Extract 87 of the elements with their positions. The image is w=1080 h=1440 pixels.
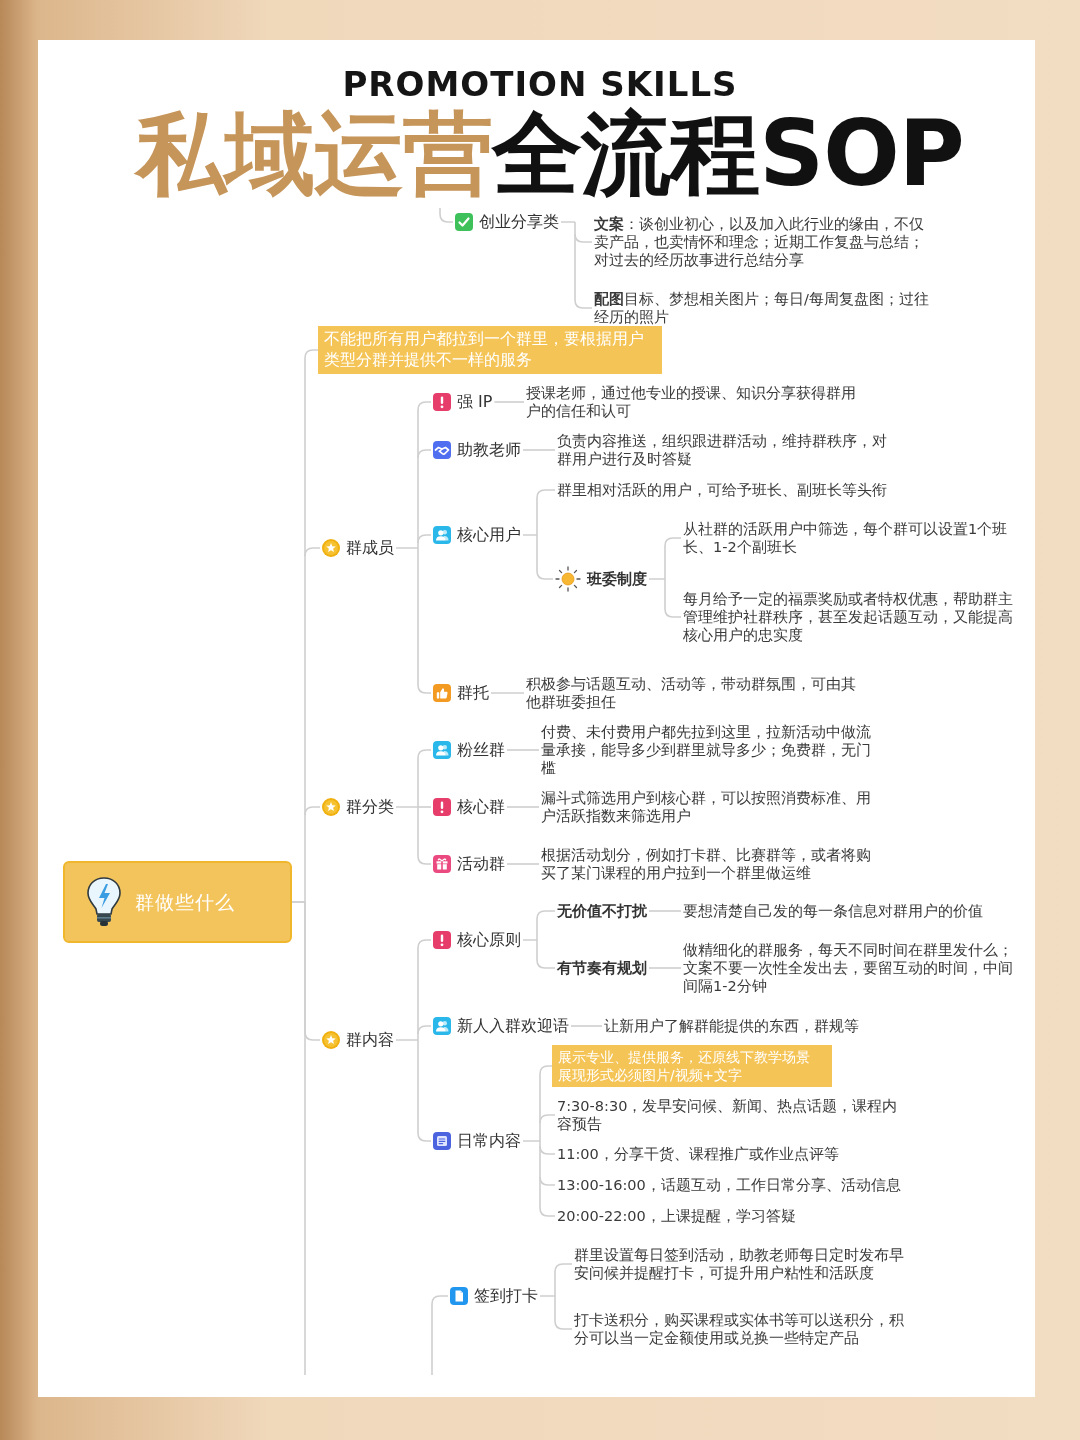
connector-line (648, 910, 682, 912)
subtitle-text: PROMOTION SKILLS (341, 64, 739, 104)
topic-label: 助教老师 (457, 440, 521, 460)
topic-label: 无价值不打扰 (557, 901, 647, 921)
root-topic-text: 群做些什么 (135, 889, 235, 915)
topic-label: 群成员 (346, 538, 394, 558)
topic-label: 活动群 (457, 854, 505, 874)
connector-line (417, 684, 432, 694)
connector-line (536, 910, 556, 920)
topic-label: 班委制度 (587, 569, 647, 589)
connector-line (522, 449, 556, 451)
topic-label: 群托 (457, 683, 489, 703)
connector-line (560, 221, 576, 301)
connector-line (570, 1025, 603, 1027)
topic-label: 新人入群欢迎语 (457, 1016, 569, 1036)
connector-line (506, 749, 540, 751)
topic-label: 创业分享类 (479, 212, 559, 232)
branch-text: 11:00，分享干货、课程推广或作业点评等 (555, 1145, 900, 1163)
connector-line (574, 299, 593, 309)
connector-line (417, 806, 432, 808)
topic-label: 核心原则 (457, 930, 521, 950)
connector-line (395, 757, 419, 857)
connector-line (291, 901, 306, 1376)
topic-label: 日常内容 (457, 1131, 521, 1151)
note-text: 展现形式必须图片/视频+文字 (558, 1066, 743, 1084)
branch-text: 群里设置每日签到活动，助教老师每日定时发布早安问候并提醒打卡，可提升用户粘性和活跃度 (572, 1246, 912, 1282)
connector-line (417, 1132, 432, 1142)
branch-text: 积极参与话题互动、活动等，带动群氛围，可由其他群班委担任 (524, 675, 859, 711)
connector-line (417, 939, 432, 949)
branch-text: 负责内容推送，组织跟进群活动，维持群秩序，对群用户进行及时答疑 (555, 432, 890, 468)
topic-label: 签到打卡 (474, 1286, 538, 1306)
branch-text: 群里相对活跃的用户，可给予班长、副班长等头衔 (555, 481, 905, 499)
topic-label: 核心用户 (457, 525, 521, 545)
branch-text: 20:00-22:00，上课提醒，学习答疑 (555, 1207, 900, 1225)
connector-line (522, 1073, 541, 1209)
highlight-card (552, 1045, 832, 1087)
main-title: 私域运营全流程SOP (133, 106, 965, 202)
connector-line (664, 537, 682, 547)
branch-text: 配图目标、梦想相关图片；每日/每周复盘图；过往经历的照片 (592, 290, 932, 326)
topic-label: 有节奏有规划 (557, 958, 647, 978)
topic-label: 群分类 (346, 797, 394, 817)
connector-line (522, 918, 538, 961)
connector-line (395, 947, 419, 1134)
branch-text: 从社群的活跃用户中筛选，每个群可以设置1个班长、1-2个副班长 (681, 520, 1016, 556)
connector-line (539, 1065, 553, 1075)
connector-line (439, 207, 454, 223)
connector-line (554, 1263, 573, 1273)
connector-line (536, 489, 556, 499)
topic-label: 核心群 (457, 797, 505, 817)
topic-label: 强 IP (457, 392, 493, 412)
connector-line (664, 608, 682, 618)
connector-line (417, 401, 432, 411)
connector-line (417, 855, 432, 865)
branch-text: 做精细化的群服务，每天不同时间在群里发什么；文案不要一次性全发出去，要留互动的时间，中间间隔1-2分钟 (681, 941, 1016, 995)
note-text: 展示专业、提供服务，还原线下教学场景 (558, 1048, 811, 1066)
connector-line (417, 749, 432, 759)
topic-label: 粉丝群 (457, 740, 505, 760)
connector-line (490, 692, 525, 694)
connector-line (536, 959, 556, 969)
branch-text: 授课老师，通过他专业的授课、知识分享获得群用户的信任和认可 (524, 384, 859, 420)
highlight-card (318, 326, 662, 374)
connector-line (395, 409, 419, 686)
connector-line (539, 1207, 556, 1217)
topic-label: 群内容 (346, 1030, 394, 1050)
connector-line (554, 1320, 573, 1330)
connector-line (648, 545, 666, 610)
branch-text: 漏斗式筛选用户到核心群，可以按照消费标准、用户活跃指数来筛选用户 (539, 789, 874, 825)
connector-line (536, 570, 554, 580)
note-text: 不能把所有用户都拉到一个群里，要根据用户类型分群并提供不一样的服务 (324, 329, 645, 371)
connector-line (506, 806, 540, 808)
connector-line (493, 401, 525, 403)
branch-text: 每月给予一定的福票奖励或者特权优惠，帮助群主管理维护社群秩序，甚至发起话题互动，又能提高核心用户的忠实度 (681, 590, 1016, 644)
branch-text: 要想清楚自己发的每一条信息对群用户的价值 (681, 902, 1016, 920)
connector-line (304, 349, 319, 359)
branch-text: 让新用户了解群能提供的东西，群规等 (602, 1017, 922, 1035)
branch-text: 7:30-8:30，发早安问候、新闻、热点话题，课程内容预告 (555, 1097, 900, 1133)
connector-line (648, 967, 682, 969)
branch-text: 13:00-16:00，话题互动，工作日常分享、活动信息 (555, 1176, 915, 1194)
connector-line (539, 1271, 556, 1322)
branch-text: 根据活动划分，例如打卡群、比赛群等，或者将购买了某门课程的用户拉到一个群里做运维 (539, 846, 874, 882)
branch-text: 文案：谈创业初心，以及加入此行业的缘由，不仅卖产品，也卖情怀和理念；近期工作复盘与总结；对过去的经历故事进行总结分享 (592, 215, 932, 269)
connector-line (431, 1295, 449, 1376)
branch-text: 付费、未付费用户都先拉到这里，拉新活动中做流量承接，能导多少到群里就导多少；免费群，无门槛 (539, 723, 874, 777)
root-topic-card (63, 861, 292, 943)
connector-line (506, 863, 540, 865)
branch-text: 打卡送积分，购买课程或实体书等可以送积分，积分可以当一定金额使用或兑换一些特定产品 (572, 1311, 912, 1347)
connector-line (522, 497, 538, 572)
